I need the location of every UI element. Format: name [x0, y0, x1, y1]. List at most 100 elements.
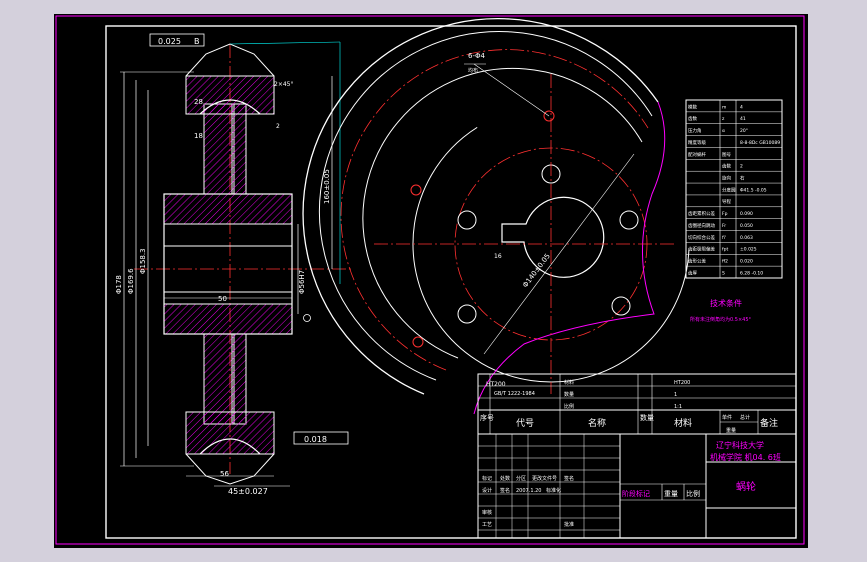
param-cell: 导程	[722, 198, 731, 205]
tb-h-name: 名称	[588, 417, 606, 429]
tb-h-remark: 备注	[760, 417, 778, 429]
param-cell: fpt	[722, 247, 728, 253]
param-cell: 模数	[688, 103, 697, 110]
tb-design: 设计	[482, 487, 492, 494]
param-cell: 图号	[722, 152, 731, 158]
param-cell: 0.020	[740, 259, 753, 265]
tb-scale-label: 比例	[564, 403, 574, 410]
tb-standard: 标准化	[546, 487, 561, 494]
notes-text: 所有未注倒角均为0.5×45°	[690, 316, 752, 323]
tb-h-material: 材料	[674, 417, 692, 429]
param-cell: 0.063	[740, 235, 753, 241]
param-cell: 齿数	[688, 115, 697, 122]
param-cell: ff2	[722, 259, 728, 265]
width-28-label: 28	[194, 98, 203, 106]
tb-approve: 批准	[564, 521, 574, 528]
dia-root-label: Φ158.3	[139, 248, 147, 274]
center-dist-label: 160±0.05	[323, 169, 331, 204]
tb-stage: 阶段标记	[622, 489, 650, 498]
flatness-bottom-label: 0.018	[304, 435, 327, 444]
param-cell: 4	[740, 104, 743, 110]
tb-qty-value: 1	[674, 392, 677, 398]
drawing-title: 蜗轮	[736, 480, 756, 493]
school-line2: 机械学院 机04. 6班	[710, 452, 781, 462]
width-56-label: 56	[220, 470, 229, 478]
width-18-label: 18	[194, 132, 203, 140]
tb-ratio: 比例	[686, 489, 700, 498]
datum-label: B	[194, 37, 200, 46]
tb-h-no: 序号	[480, 413, 494, 422]
tb-row1-code: GB/T 1222-1984	[494, 391, 535, 397]
param-cell: 20°	[740, 128, 748, 134]
param-cell: 右	[740, 175, 745, 182]
param-cell: 分度圆	[722, 186, 736, 193]
tb-h-unit: 单件	[722, 414, 732, 421]
tb-review: 审核	[482, 509, 492, 516]
side-view: 6-Φ4 均布 Φ140±0.05 16	[302, 18, 690, 415]
tb-design-date: 2007.1.20	[516, 488, 541, 494]
chamfer-label: 2×45°	[274, 81, 293, 88]
param-cell: 精度等级	[688, 139, 706, 146]
tb-sign-change: 更改文件号	[532, 475, 557, 482]
dia-bore-label: Φ56H7	[298, 270, 306, 294]
tb-h-code: 代号	[516, 418, 534, 429]
sheet-border-outer	[55, 15, 805, 545]
tb-sign-mark: 标记	[482, 475, 492, 482]
param-cell: 齿厚	[688, 270, 697, 276]
width-50-label: 50	[218, 295, 227, 303]
param-cell: 8-8-8Dc GB10089	[740, 140, 780, 146]
param-cell: 0.050	[740, 223, 753, 229]
param-cell: 压力角	[688, 127, 702, 134]
param-cell: Fp	[722, 211, 728, 217]
param-cell: 切向综合公差	[688, 234, 715, 241]
dia-pitch-label: Φ169.6	[127, 268, 135, 294]
keyway-dim-label: 16	[494, 253, 502, 260]
tb-sign-count: 处数	[500, 475, 510, 482]
param-cell: fi'	[722, 235, 726, 241]
holes-sub-label: 均布	[468, 67, 478, 74]
front-view: 0.025 B 0.018 28 18 50 56 45±0.027 2×45°…	[115, 33, 354, 496]
param-cell: m	[722, 105, 726, 110]
drawing-svg: 0.025 B 0.018 28 18 50 56 45±0.027 2×45°…	[55, 15, 805, 545]
keyway-label: 45±0.027	[228, 487, 268, 496]
param-cell: 齿数	[722, 163, 731, 170]
tb-scale-value: 1:1	[674, 404, 682, 410]
param-cell: 齿距极限偏差	[688, 246, 715, 253]
param-cell: ±0.025	[740, 247, 757, 253]
tb-h-weight: 重量	[726, 427, 736, 434]
dia-outer-label: Φ178	[115, 275, 123, 294]
tb-weight: 重量	[664, 490, 678, 498]
title-block: HT200 GB/T 1222-1984 材料 HT200 数量 1 比例 1:…	[477, 373, 797, 539]
sheet-border-inner	[105, 25, 797, 539]
param-cell: α	[722, 129, 725, 134]
tb-h-qty: 数量	[640, 413, 654, 422]
param-cell: 齿距累积公差	[688, 210, 715, 217]
param-cell: 6.28 -0.10	[740, 270, 763, 276]
param-cell: 2	[740, 164, 743, 170]
tb-design-sign: 签名	[500, 487, 510, 494]
tb-sign-sign: 签名	[564, 475, 574, 482]
tb-material-value: HT200	[674, 380, 690, 386]
school-line1: 辽宁科技大学	[716, 440, 764, 450]
param-cell: 配对蜗杆	[688, 151, 706, 158]
tb-material-label: 材料	[564, 379, 574, 386]
tol-dim-label: 2	[276, 123, 280, 130]
param-cell: Fr	[722, 223, 726, 229]
param-cell: S	[722, 270, 725, 276]
tb-process: 工艺	[482, 522, 492, 528]
flatness-top-label: 0.025	[158, 37, 181, 46]
tb-sign-zone: 分区	[516, 475, 526, 482]
holes-label: 6-Φ4	[468, 52, 485, 60]
tb-qty-label: 数量	[564, 391, 574, 398]
param-cell: 0.090	[740, 211, 753, 217]
param-cell: 41	[740, 116, 746, 122]
param-cell: Φ41.5 -0.05	[740, 187, 767, 193]
param-cell: z	[722, 117, 725, 122]
param-cell: 旋向	[722, 175, 731, 182]
drawing-canvas[interactable]: 0.025 B 0.018 28 18 50 56 45±0.027 2×45°…	[54, 14, 808, 548]
tb-h-total: 总计	[740, 414, 750, 421]
tb-row0: HT200	[486, 381, 506, 388]
param-table: 模数 m 4 齿数 z 41 压力角 α 20° 精度等级 8-8-8Dc GB10089 配对蜗杆 图…	[685, 99, 783, 323]
notes-title: 技术条件	[710, 298, 742, 308]
